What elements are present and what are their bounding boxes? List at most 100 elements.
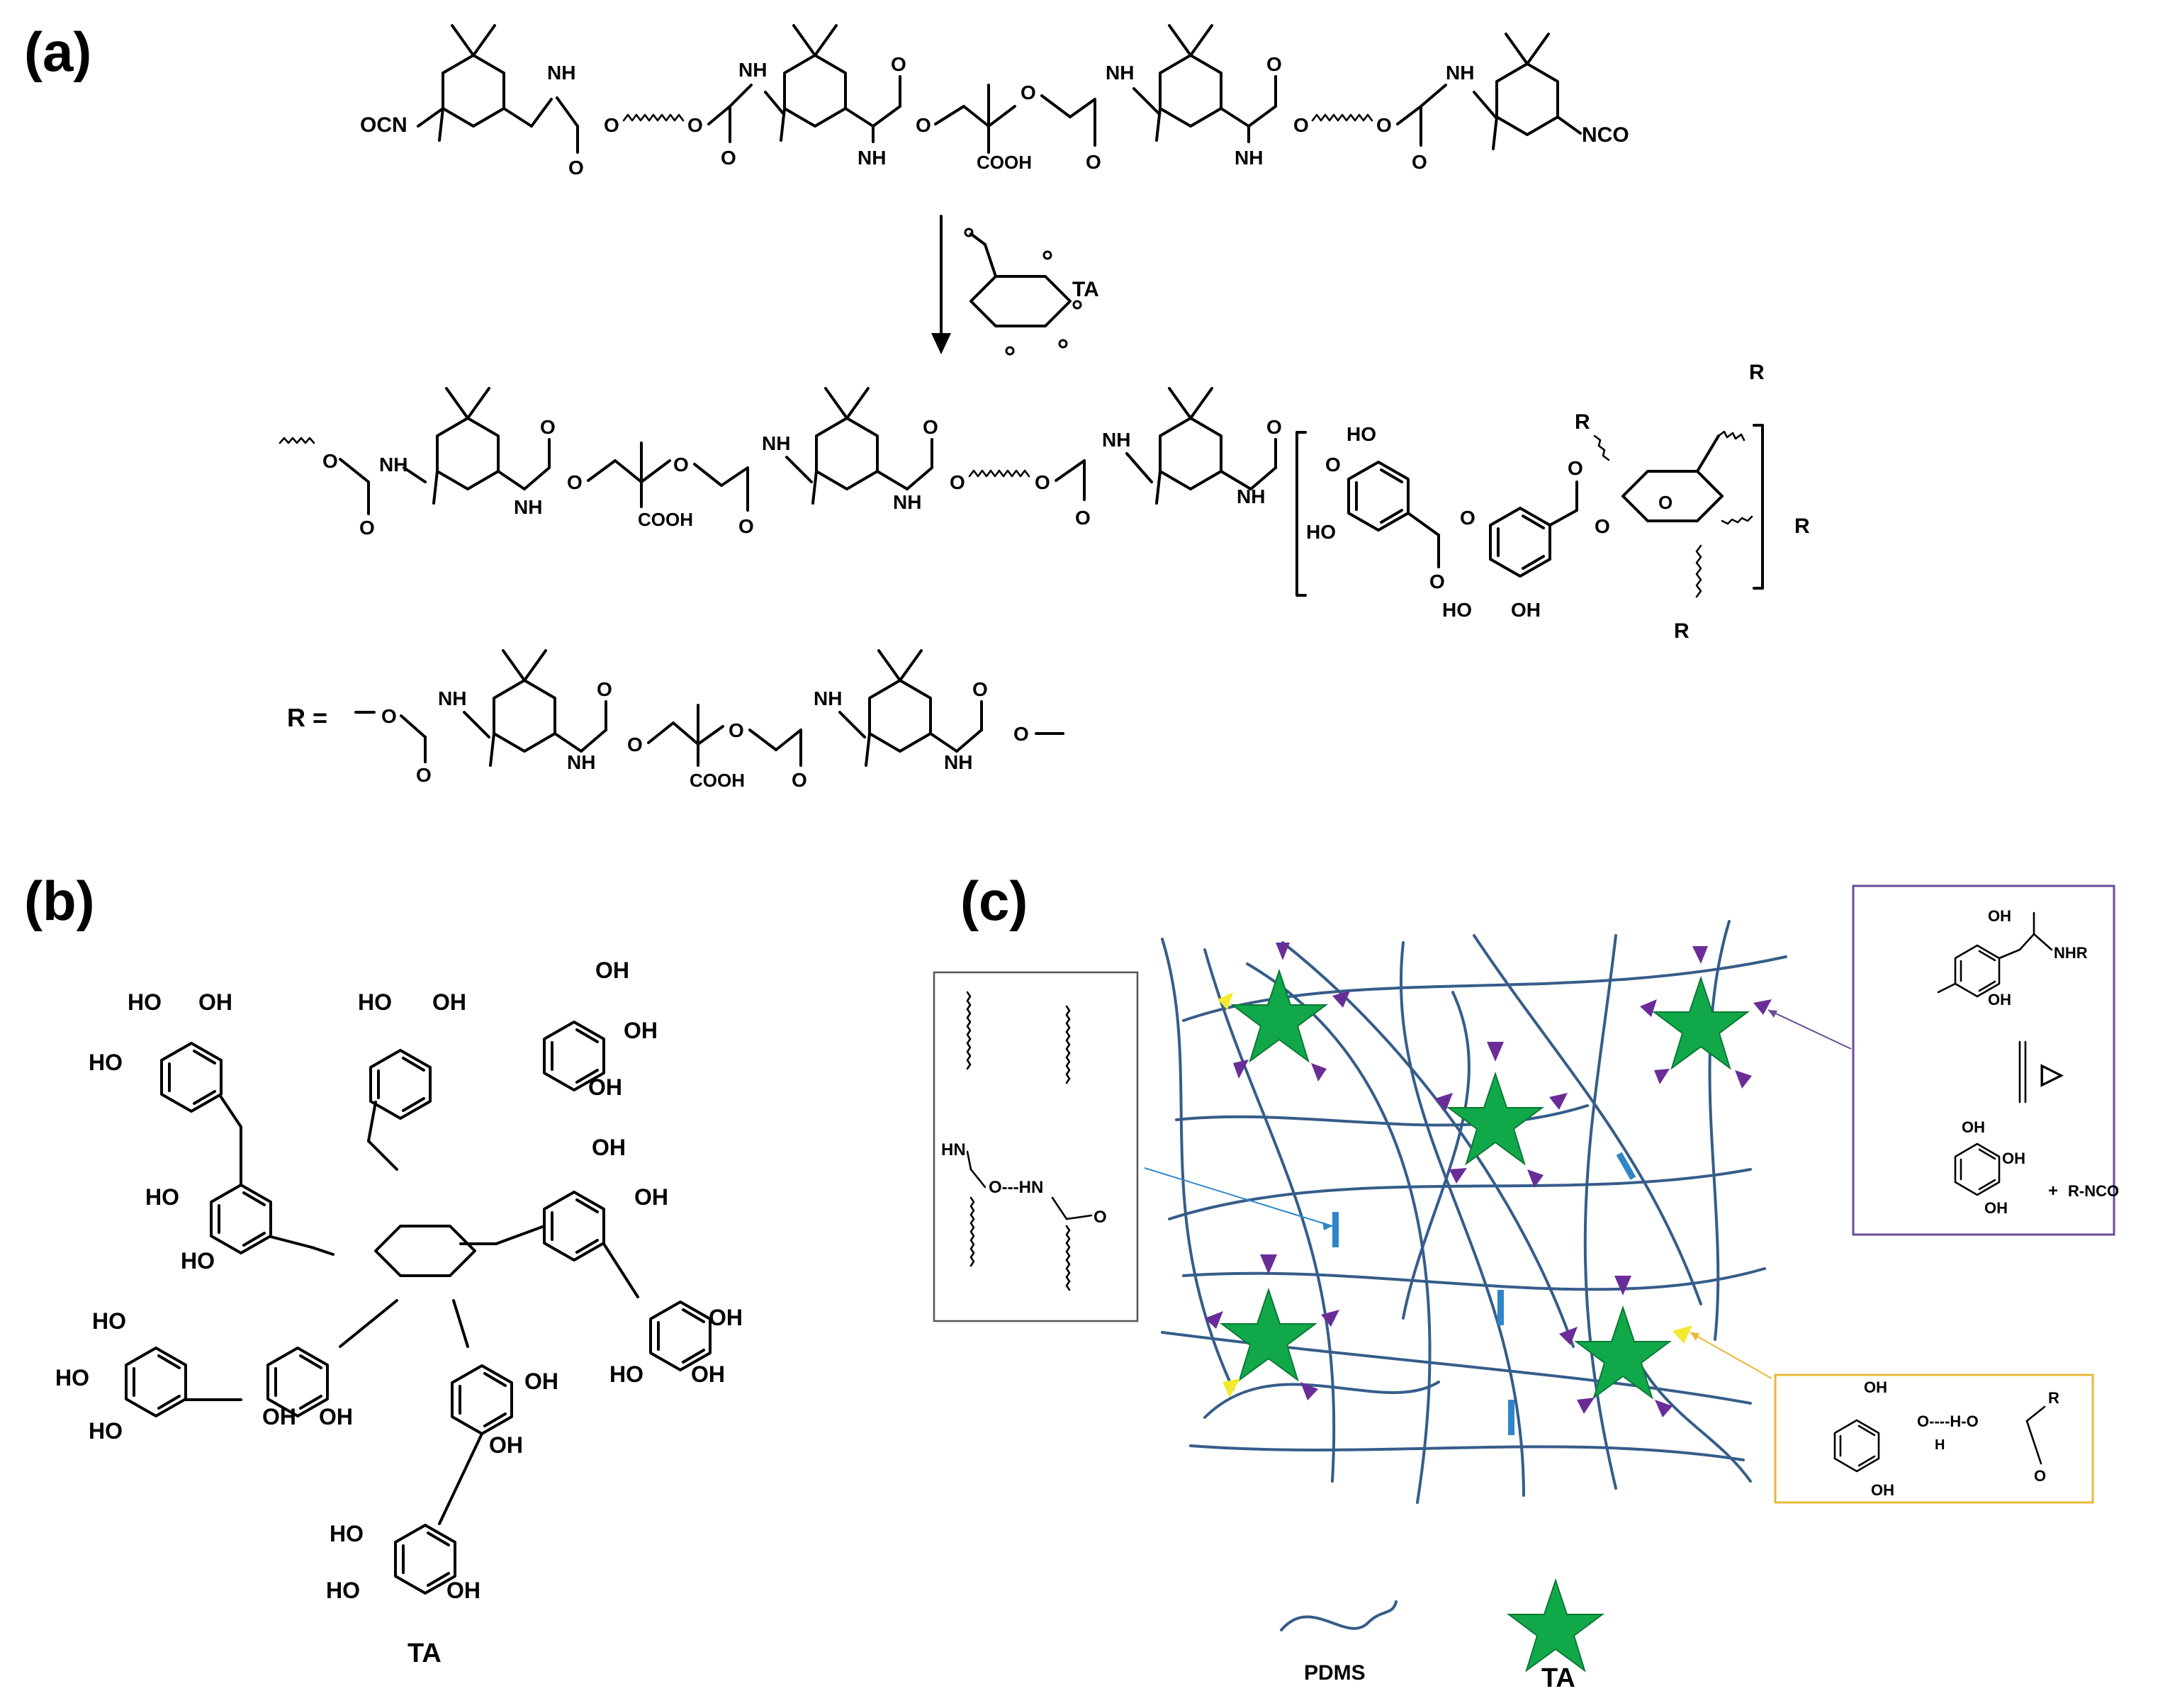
svg-text:OH: OH [432, 989, 466, 1015]
hbond-bar [1497, 1290, 1504, 1325]
svg-text:O: O [604, 114, 619, 136]
svg-text:O: O [738, 515, 754, 537]
ta-node-2 [1640, 946, 1772, 1089]
svg-text:OH: OH [1962, 1118, 1985, 1136]
svg-text:OH: OH [319, 1404, 353, 1429]
reaction-arrow [931, 215, 951, 354]
svg-text:O: O [1325, 454, 1341, 476]
hbond-pointer [1144, 1167, 1333, 1227]
svg-text:HO: HO [1306, 521, 1336, 543]
product-structure: O O NH NH O O COOH O O NH NH O O O [279, 361, 1810, 643]
panel-label-a: (a) [24, 21, 91, 83]
svg-text:O: O [1021, 82, 1036, 103]
svg-text:OH: OH [624, 1018, 658, 1043]
svg-text:NH: NH [1446, 62, 1474, 84]
svg-text:O: O [568, 157, 584, 179]
svg-text:R: R [1794, 515, 1810, 538]
svg-text:O: O [1293, 114, 1309, 136]
svg-text:O---HN: O---HN [989, 1178, 1043, 1197]
r-definition: R = O O NH NH O O COOH O O NH NH O O [287, 649, 1064, 791]
svg-text:OH: OH [691, 1361, 725, 1387]
ta-node-5 [1559, 1276, 1692, 1417]
panel-label-c: (c) [960, 870, 1028, 932]
svg-text:HO: HO [89, 1050, 123, 1075]
hbond-bar [1508, 1400, 1514, 1435]
network-legend: PDMS TA [1280, 1578, 1604, 1693]
svg-text:O: O [597, 678, 612, 700]
urethane-pointer [1767, 1009, 1852, 1050]
svg-text:O: O [1460, 507, 1475, 529]
svg-text:OH: OH [634, 1184, 668, 1210]
svg-text:OH: OH [2002, 1150, 2025, 1167]
svg-text:HO: HO [330, 1521, 364, 1546]
svg-text:+: + [2048, 1181, 2058, 1201]
svg-text:R: R [1674, 619, 1690, 643]
svg-text:COOH: COOH [690, 770, 745, 791]
svg-text:NH: NH [762, 432, 790, 454]
ta-node-1 [1218, 943, 1350, 1081]
prepolymer-structure: OCN NH O O O O NH NH O O COOH O [360, 24, 1629, 179]
svg-text:OH: OH [1511, 599, 1541, 621]
svg-text:COOH: COOH [638, 509, 693, 530]
svg-text:O: O [916, 114, 931, 136]
tannic-acid-structure: HO OH HO HO OH OH OH OH HO HO OH OH OH H… [55, 957, 743, 1668]
svg-text:O: O [2034, 1467, 2046, 1485]
svg-text:O: O [1429, 571, 1445, 592]
svg-text:OH: OH [1871, 1481, 1894, 1499]
svg-text:O: O [1266, 53, 1282, 75]
svg-text:R: R [1749, 361, 1765, 384]
svg-text:O: O [1412, 151, 1427, 173]
svg-text:HO: HO [128, 989, 162, 1015]
svg-text:NHR: NHR [2054, 944, 2088, 962]
svg-text:O----H-O: O----H-O [1917, 1412, 1979, 1430]
svg-text:O: O [923, 416, 938, 438]
svg-text:HO: HO [89, 1418, 123, 1444]
svg-text:NH: NH [1106, 62, 1134, 84]
svg-text:OH: OH [524, 1369, 558, 1394]
acid-group-label: COOH [977, 152, 1032, 173]
svg-text:HO: HO [609, 1361, 643, 1387]
heat-symbol: ▷ [2040, 1058, 2064, 1089]
svg-text:HO: HO [145, 1184, 179, 1210]
svg-text:NH: NH [567, 751, 595, 773]
svg-text:O: O [1086, 151, 1101, 173]
svg-text:NH: NH [438, 687, 466, 709]
svg-text:OH: OH [709, 1305, 743, 1330]
r-definition-label: R = [287, 703, 327, 732]
svg-text:O: O [1658, 492, 1673, 513]
svg-text:O: O [1266, 416, 1282, 438]
ta-reagent-sugar: TA [964, 227, 1099, 356]
svg-text:R-NCO: R-NCO [2068, 1182, 2119, 1200]
urethane-exchange-inset: OH OH NHR ▷ OH OH OH + R-NCO [1852, 884, 2119, 1236]
svg-text:O: O [673, 454, 689, 476]
svg-text:NH: NH [858, 147, 886, 169]
svg-text:O: O [729, 719, 744, 741]
ta-node-3 [1435, 1042, 1568, 1188]
svg-text:R: R [1575, 410, 1590, 434]
svg-text:HO: HO [358, 989, 392, 1015]
svg-text:O: O [721, 147, 736, 169]
svg-text:NH: NH [814, 687, 842, 709]
svg-text:OH: OH [446, 1578, 480, 1603]
svg-text:O: O [359, 517, 375, 539]
svg-text:NH: NH [944, 751, 972, 773]
svg-text:HO: HO [1442, 599, 1472, 621]
svg-text:HO: HO [1347, 423, 1376, 445]
svg-text:O: O [1595, 515, 1610, 537]
svg-text:OH: OH [595, 957, 629, 983]
legend-pdms-label: PDMS [1304, 1661, 1366, 1685]
svg-text:HO: HO [92, 1308, 126, 1334]
svg-text:HO: HO [181, 1248, 215, 1274]
svg-text:O: O [1376, 114, 1392, 136]
reagent-label: TA [1072, 278, 1099, 301]
svg-text:NH: NH [1235, 147, 1263, 169]
svg-text:OH: OH [1988, 991, 2011, 1008]
svg-text:O: O [627, 734, 643, 755]
svg-text:NH: NH [379, 454, 407, 476]
svg-text:NH: NH [1102, 429, 1130, 451]
svg-text:O: O [1075, 507, 1091, 529]
svg-text:O: O [950, 471, 965, 493]
svg-text:HO: HO [326, 1578, 360, 1603]
panel-label-b: (b) [24, 870, 95, 932]
svg-text:NH: NH [738, 59, 767, 81]
